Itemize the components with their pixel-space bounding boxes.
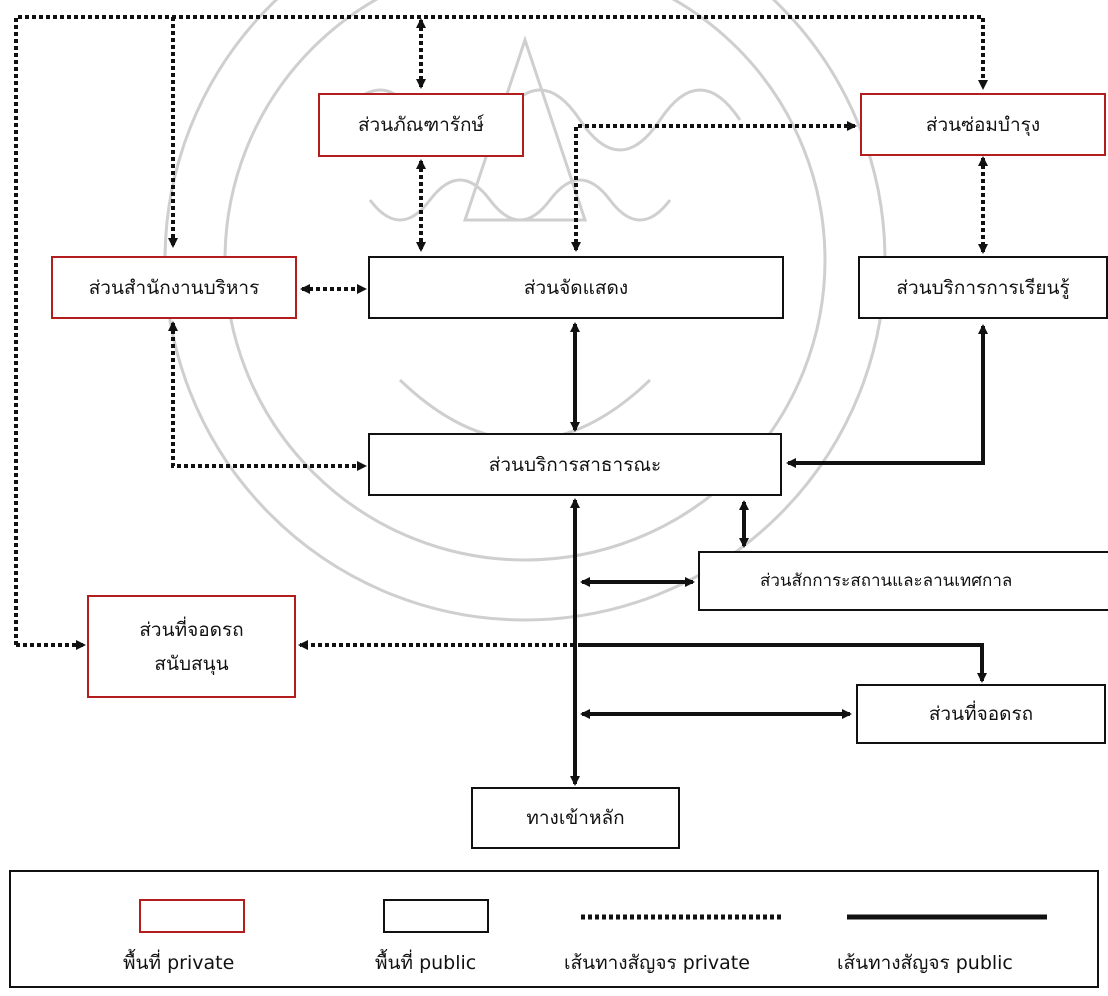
node-main-entrance-label: ทางเข้าหลัก bbox=[526, 807, 625, 829]
node-support-parking-label-line1: ส่วนที่จอดรถ bbox=[139, 618, 244, 641]
node-main-entrance: ทางเข้าหลัก bbox=[471, 787, 680, 849]
legend-public-route-label: เส้นทางสัญจร public bbox=[837, 952, 1013, 974]
legend-public-area-label: พื้นที่ public bbox=[375, 952, 477, 974]
node-public-service-label: ส่วนบริการสาธารณะ bbox=[488, 453, 662, 476]
node-learning-service: ส่วนบริการการเรียนรู้ bbox=[858, 256, 1108, 319]
route-admin-to-public-service bbox=[168, 321, 367, 471]
route-exhibition-to-maintenance bbox=[571, 121, 857, 252]
legend-private-route-swatch bbox=[581, 914, 781, 920]
node-support-parking: ส่วนที่จอดรถ สนับสนุน bbox=[87, 595, 296, 698]
legend-private-area-label: พื้นที่ private bbox=[123, 952, 235, 974]
node-admin-office: ส่วนสำนักงานบริหาร bbox=[51, 256, 297, 319]
node-collection-label: ส่วนภัณฑารักษ์ bbox=[357, 114, 485, 136]
node-worship-plaza-label: ส่วนสักการะสถานและลานเทศกาล bbox=[760, 571, 1013, 591]
node-exhibition: ส่วนจัดแสดง bbox=[368, 256, 784, 319]
node-public-service: ส่วนบริการสาธารณะ bbox=[368, 433, 782, 496]
node-admin-office-label: ส่วนสำนักงานบริหาร bbox=[88, 276, 260, 299]
node-collection: ส่วนภัณฑารักษ์ bbox=[318, 93, 524, 157]
node-support-parking-label-line2: สนับสนุน bbox=[154, 652, 229, 675]
legend-private-area-swatch bbox=[139, 899, 245, 933]
connection-lines bbox=[14, 15, 988, 786]
node-parking-label: ส่วนที่จอดรถ bbox=[928, 703, 1034, 725]
route-spine-to-parking-top bbox=[578, 643, 987, 683]
route-learning-to-public-service bbox=[786, 324, 988, 468]
node-learning-service-label: ส่วนบริการการเรียนรู้ bbox=[896, 276, 1070, 299]
legend-public-area-swatch bbox=[383, 899, 489, 933]
node-worship-plaza: ส่วนสักการะสถานและลานเทศกาล bbox=[698, 551, 1108, 611]
node-parking: ส่วนที่จอดรถ bbox=[856, 684, 1106, 744]
legend-private-route-label: เส้นทางสัญจร private bbox=[564, 952, 750, 974]
node-maintenance: ส่วนซ่อมบำรุง bbox=[860, 93, 1106, 156]
legend-public-route-swatch bbox=[847, 914, 1047, 920]
legend: พื้นที่ private พื้นที่ public เส้นทางสั… bbox=[9, 870, 1099, 988]
node-exhibition-label: ส่วนจัดแสดง bbox=[523, 276, 629, 299]
node-maintenance-label: ส่วนซ่อมบำรุง bbox=[925, 113, 1041, 136]
